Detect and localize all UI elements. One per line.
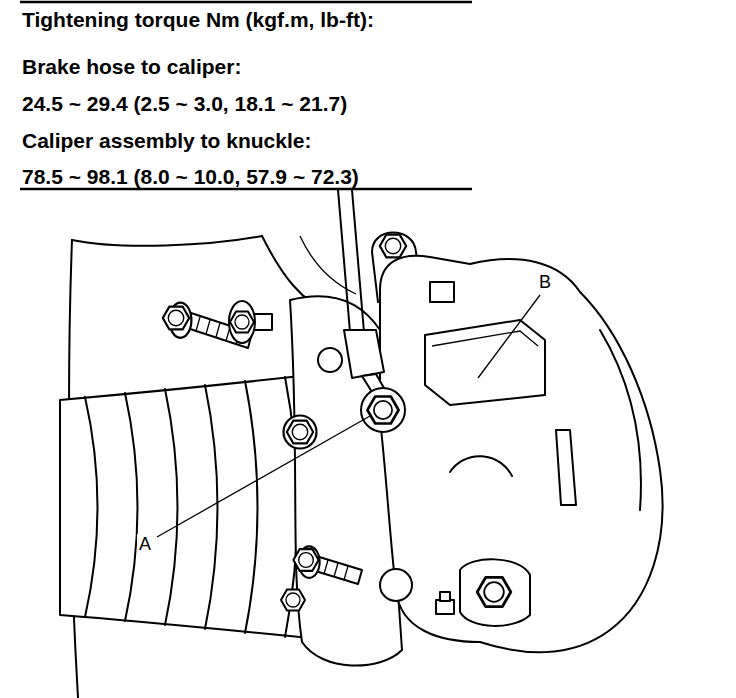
callout-letter: B	[537, 272, 553, 292]
torque-value: 24.5 ~ 29.4 (2.5 ~ 3.0, 18.1 ~ 21.7)	[22, 92, 347, 116]
bolt-head	[293, 546, 319, 578]
leader-line	[478, 295, 540, 378]
knuckle-bolt	[284, 416, 317, 449]
knuckle-bolt	[281, 590, 305, 611]
torque-item: Brake hose to caliper:	[22, 55, 241, 79]
leader-line	[157, 416, 370, 537]
caliper-window	[432, 331, 538, 346]
strut-outline	[300, 236, 356, 294]
table-heading: Tightening torque Nm (kgf.m, lb-ft):	[22, 8, 374, 32]
caliper-body	[380, 256, 663, 652]
bleeder	[440, 592, 450, 601]
boot-ridge	[245, 381, 258, 633]
boot-ridge	[85, 397, 98, 617]
rule-line	[20, 1, 472, 4]
torque-item: Caliper assembly to knuckle:	[22, 129, 311, 153]
caliper-bore	[450, 456, 512, 476]
bolt-thread	[324, 560, 348, 580]
bleeder	[436, 600, 454, 614]
caliper-window	[425, 320, 545, 405]
knuckle-outline	[72, 236, 262, 246]
callout-letter: A	[137, 534, 153, 554]
bolt-hole	[380, 569, 412, 601]
boot-ridge	[125, 393, 138, 621]
bolt-head	[163, 303, 192, 338]
rule-line	[20, 188, 472, 191]
boot-ridge	[165, 389, 178, 625]
brake-hose	[352, 190, 364, 332]
hose-fitting	[344, 330, 384, 378]
banjo	[361, 388, 405, 432]
boot-ridge	[205, 385, 218, 629]
caliper-edge	[600, 330, 641, 510]
caliper-bolt	[380, 235, 406, 258]
caliper-slot	[556, 430, 576, 505]
flange-bolt	[229, 301, 255, 343]
brake-hose	[338, 190, 350, 332]
caliper-nut	[477, 577, 511, 606]
banjo-bolt	[367, 396, 398, 423]
caliper-ear	[460, 559, 530, 626]
torque-value: 78.5 ~ 98.1 (8.0 ~ 10.0, 57.9 ~ 72.3)	[22, 165, 359, 189]
guide-pin	[430, 282, 454, 302]
knuckle-boss	[318, 348, 342, 372]
